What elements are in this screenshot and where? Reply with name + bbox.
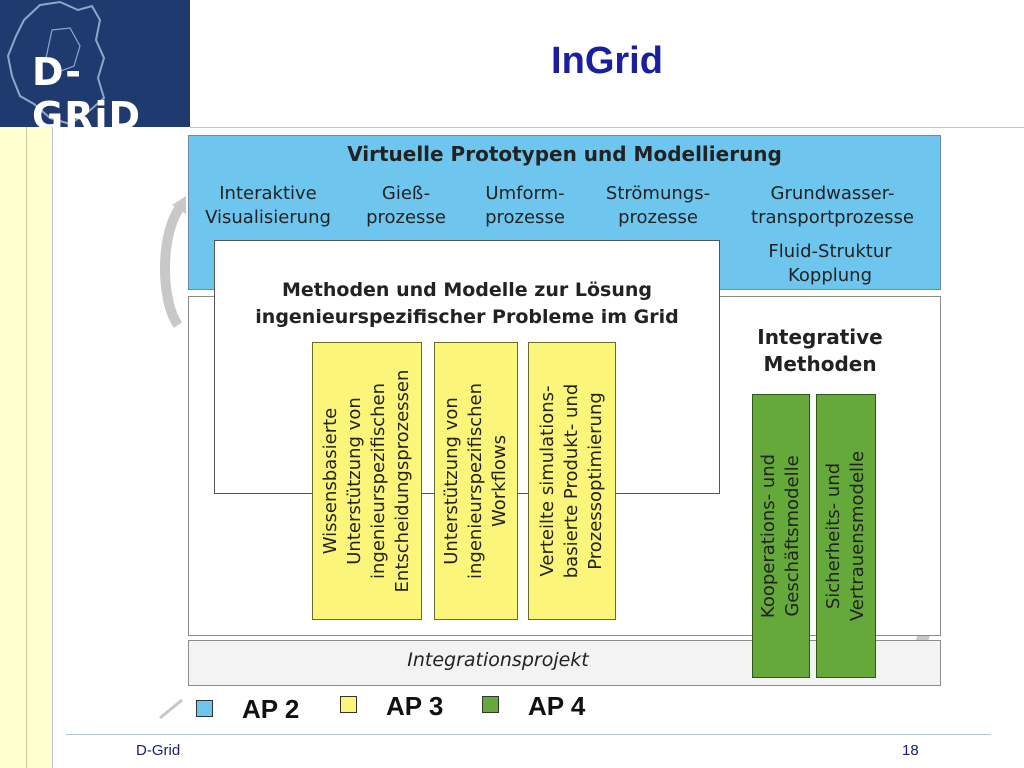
left-curved-arrow-icon	[160, 196, 187, 328]
yellow-column-optimierung	[528, 342, 616, 620]
green-column-sicherheit	[816, 394, 876, 678]
footer-page-number: 18	[902, 742, 919, 759]
top-item-stroemungsprozesse: Strömungs- prozesse	[605, 183, 711, 228]
text-line: Entscheidungsprozessen	[392, 369, 413, 593]
text-line: ingenieurspezifischen	[465, 382, 486, 580]
integration-project-label: Integrationsprojekt	[407, 649, 589, 671]
integration-project-box	[188, 640, 941, 686]
text-line: Verteilte simulations-	[537, 385, 558, 577]
text-line: Prozessoptimierung	[585, 392, 606, 570]
legend-swatch-ap4	[482, 696, 499, 713]
footer-divider	[66, 734, 991, 735]
text-line: Unterstützung von	[441, 397, 462, 565]
legend-swatch-ap2	[196, 700, 213, 717]
legend-label-ap3: AP 3	[386, 691, 444, 721]
slide-title: InGrid	[551, 40, 663, 82]
top-item-visualisierung: Interaktive Visualisierung	[205, 183, 331, 228]
yellow-column-wissensbasierte	[312, 342, 422, 620]
methods-title-line1: Methoden und Modelle zur Lösung	[281, 279, 653, 301]
d-grid-logo: D-GRiD	[0, 0, 190, 127]
logo-text: D-GRiD	[32, 50, 142, 127]
text-line: Sicherheits- und	[823, 462, 844, 610]
text-line: Wissensbasierte	[320, 407, 341, 555]
text-line: Kooperations- und	[758, 453, 779, 619]
yellow-column-wissensbasierte-text: Wissensbasierte Unterstützung von ingeni…	[312, 342, 422, 620]
legend-label-ap2: AP 2	[242, 694, 300, 724]
lower-left-arrow-tail	[159, 698, 183, 720]
virtual-prototypes-title: Virtuelle Prototypen und Modellierung	[347, 142, 782, 166]
integrative-title-line1: Integrative	[757, 325, 883, 349]
green-column-kooperation-text: Kooperations- und Geschäftsmodelle	[752, 394, 810, 678]
top-item-grundwasser: Grundwasser- transportprozesse	[751, 183, 914, 228]
germany-map-icon	[6, 0, 106, 126]
yellow-column-workflows-text: Unterstützung von ingenieurspezifischen …	[434, 342, 518, 620]
title-area: InGrid	[190, 0, 1024, 128]
text-line: ingenieurspezifischen	[368, 382, 389, 580]
green-column-kooperation	[752, 394, 810, 678]
text-line: Unterstützung von	[344, 397, 365, 565]
left-sidebar-divider	[26, 127, 27, 768]
integrative-title-line2: Methoden	[763, 352, 877, 376]
yellow-column-workflows	[434, 342, 518, 620]
methods-title-line2: ingenieurspezifischer Probleme im Grid	[255, 306, 679, 328]
text-line: Workflows	[489, 434, 510, 528]
footer-left-text: D-Grid	[136, 742, 181, 759]
yellow-column-optimierung-text: Verteilte simulations- basierte Produkt-…	[528, 342, 616, 620]
legend-label-ap4: AP 4	[528, 691, 586, 721]
legend-swatch-ap3	[340, 696, 357, 713]
green-column-sicherheit-text: Sicherheits- und Vertrauensmodelle	[816, 394, 876, 678]
text-line: basierte Produkt- und	[561, 383, 582, 579]
top-item-umformprozesse: Umform- prozesse	[485, 183, 565, 228]
text-line: Vertrauensmodelle	[847, 450, 868, 622]
top-item-giessprozesse: Gieß- prozesse	[366, 183, 446, 228]
text-line: Geschäftsmodelle	[782, 455, 803, 617]
top-item-fluid-struktur: Fluid-Struktur Kopplung	[768, 241, 892, 286]
